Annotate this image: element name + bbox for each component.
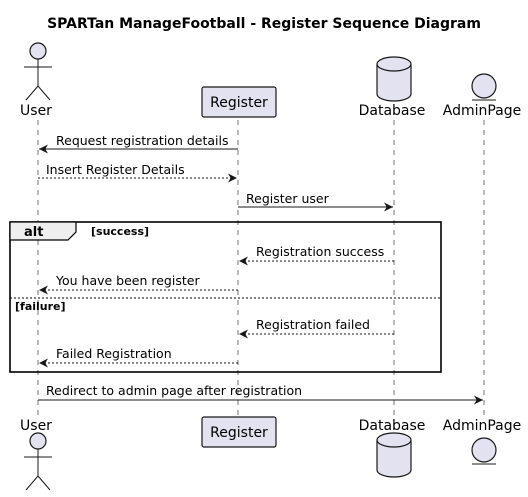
entity-icon [471,73,497,101]
database-icon [376,432,412,478]
participant-label: User [20,418,52,434]
alt-frame-border [9,221,442,373]
participant-user: User [20,42,52,119]
alt-frame-tab [9,221,77,241]
message-label: Failed Registration [56,346,172,361]
actor-icon [24,432,52,491]
alt-guard-failure: [failure] [15,300,66,313]
participant-user: User [20,418,52,491]
message: Registration failed [239,317,394,339]
participants-top: User Register Database AdminPage [20,42,522,119]
message-label: Registration success [256,244,384,259]
message: Registration success [239,244,394,266]
message: Register user [238,191,393,212]
participant-label: Register [210,95,268,111]
actor-icon [24,42,52,101]
message: Insert Register Details [38,162,237,183]
message: You have been register [39,273,238,295]
participant-label: Register [210,425,268,441]
message-label: Registration failed [256,317,370,332]
message-label: Request registration details [56,133,229,148]
message: Failed Registration [39,346,238,368]
diagram-title: SPARTan ManageFootball - Register Sequen… [47,16,481,32]
participant-label: AdminPage [443,103,522,119]
database-icon [376,56,412,102]
participants-bottom: User Register Database AdminPage [20,416,522,491]
participant-adminpage: AdminPage [443,418,522,465]
message-label: Register user [246,191,330,206]
participant-label: Database [359,418,426,434]
alt-frame: alt [success] [failure] [9,221,442,373]
message-label: Redirect to admin page after registratio… [46,383,302,398]
alt-keyword: alt [24,225,43,240]
message-label: You have been register [55,273,200,288]
participant-database: Database [359,418,426,478]
participant-adminpage: AdminPage [443,73,522,119]
participant-database: Database [359,56,426,119]
lifelines [37,120,485,420]
participant-label: AdminPage [443,418,522,434]
alt-guard-success: [success] [91,225,149,238]
messages: Request registration details Insert Regi… [38,133,483,405]
participant-label: User [20,103,52,119]
message-label: Insert Register Details [46,162,185,177]
participant-register: Register [201,86,277,118]
entity-icon [471,437,497,465]
message: Request registration details [39,133,238,154]
message: Redirect to admin page after registratio… [38,383,483,405]
participant-label: Database [359,103,426,119]
participant-register: Register [201,416,277,448]
